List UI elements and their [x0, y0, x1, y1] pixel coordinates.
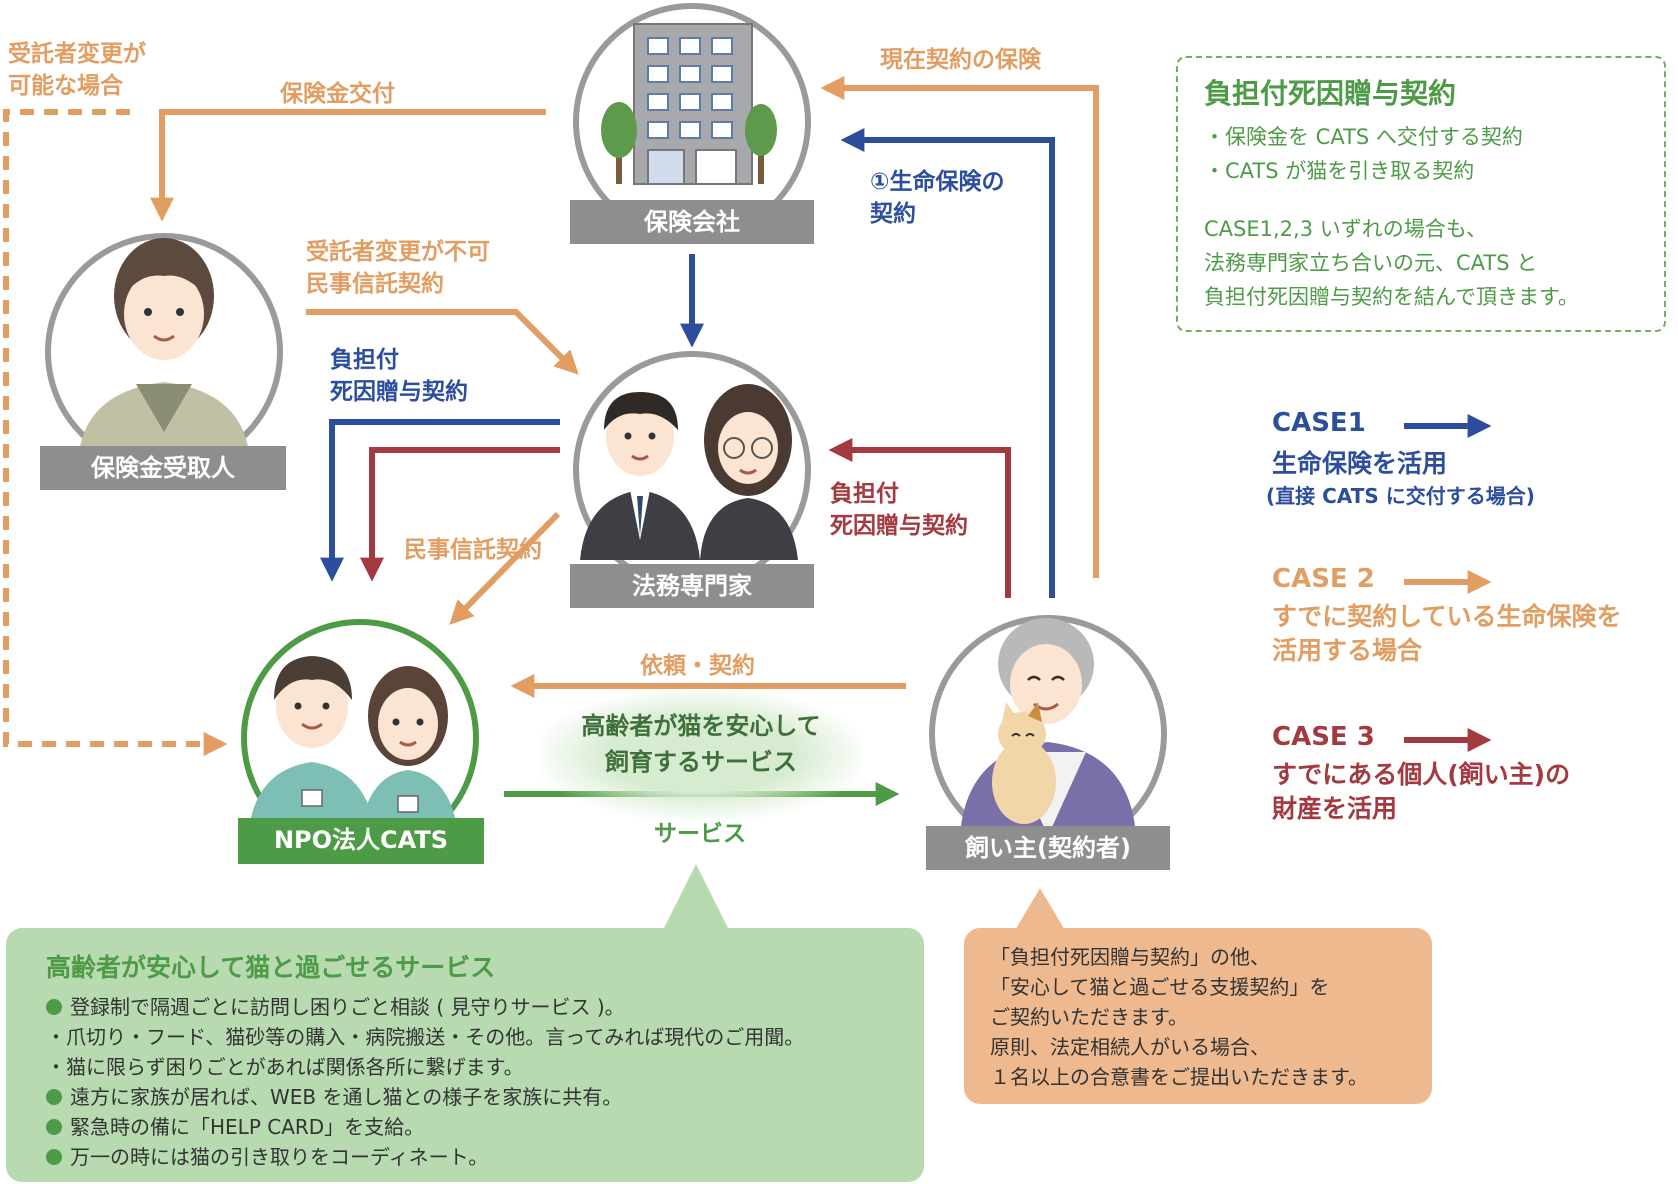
arrow-red-owner-to-legal [828, 438, 1011, 598]
cats-label: NPO法人CATS [238, 818, 484, 864]
case1-note: (直接 CATS に交付する場合) [1266, 484, 1535, 508]
beneficiary-label: 保険金受取人 [40, 446, 286, 490]
arrow-life-contract [840, 128, 1055, 598]
owner-node [929, 615, 1167, 853]
beneficiary-node [45, 233, 283, 471]
service-panel-title: 高齢者が安心して猫と過ごせるサービス [46, 953, 496, 982]
owner-label: 飼い主(契約者) [926, 826, 1170, 870]
legal-label: 法務専門家 [570, 564, 814, 608]
label-current-insurance: 現在契約の保険 [880, 47, 1041, 73]
owner-note-text: 「負担付死因贈与契約」の他、 「安心して猫と過ごせる支援契約」を ご契約いただき… [990, 945, 1368, 1089]
bullet-dot-icon [46, 1149, 62, 1165]
tree-icon [745, 104, 777, 184]
list-item: ・猫に限らず困りごとがあれば関係各所に繋げます。 [46, 1055, 524, 1079]
center-note: 高齢者が猫を安心して 飼育するサービス [540, 690, 862, 820]
legend-title: 負担付死因贈与契約 [1204, 77, 1457, 110]
case3-desc: すでにある個人(飼い主)の 財産を活用 [1272, 760, 1571, 823]
orange-arrows [3, 76, 1099, 756]
case2-title: CASE 2 [1272, 564, 1375, 594]
legend-line1: ・保険金を CATS へ交付する契約 ・CATS が猫を引き取る契約 [1204, 125, 1523, 183]
service-list: 登録制で隔週ごとに訪問し困りごと相談 ( 見守りサービス )。 ・爪切り・フード… [46, 992, 804, 1172]
red-arrows [360, 438, 1011, 598]
service-panel: 高齢者が安心して猫と過ごせるサービス 登録制で隔週ごとに訪問し困りごと相談 ( … [6, 928, 924, 1182]
label-request: 依頼・契約 [640, 653, 755, 679]
arrow-trustee-impossible [306, 309, 579, 375]
label-burden-gift-blue: 負担付 死因贈与契約 [330, 347, 468, 405]
list-item: 緊急時の備に「HELP CARD」を支給。 [46, 1112, 804, 1142]
blue-arrows [320, 128, 1055, 598]
label-trustee-impossible: 受託者変更が不可 民事信託契約 [306, 239, 490, 297]
label-service: サービス [654, 821, 746, 847]
arrow-blue-burden-gift [320, 419, 560, 582]
legal-node [573, 351, 811, 589]
case2-desc: すでに契約している生命保険を 活用する場合 [1272, 602, 1622, 665]
list-item: ・爪切り・フード、猫砂等の購入・病院搬送・その他。言ってみれば現代のご用聞。 [46, 1025, 805, 1049]
owner-panel-pointer [1014, 888, 1066, 932]
arrow-trustee-possible-dashed [3, 109, 228, 756]
legend-box: 負担付死因贈与契約 ・保険金を CATS へ交付する契約 ・CATS が猫を引き… [1176, 56, 1666, 332]
list-item: 登録制で隔週ごとに訪問し困りごと相談 ( 見守りサービス )。 [46, 992, 804, 1022]
legend-line2: CASE1,2,3 いずれの場合も、 法務専門家立ち合いの元、CATS と 負担… [1204, 217, 1579, 309]
service-panel-pointer [662, 864, 730, 932]
cat-icon [992, 702, 1056, 824]
case1-title: CASE1 [1272, 408, 1366, 438]
tree-icon [601, 102, 637, 184]
label-civil-trust: 民事信託契約 [404, 537, 542, 563]
label-payout: 保険金交付 [280, 81, 395, 107]
label-burden-gift-red: 負担付 死因贈与契約 [830, 481, 968, 539]
list-item: 遠方に家族が居れば、WEB を通し猫との様子を家族に共有。 [46, 1082, 804, 1112]
label-trustee-possible: 受託者変更が 可能な場合 [8, 41, 146, 99]
arrow-current-insurance [820, 76, 1099, 578]
bullet-dot-icon [46, 1089, 62, 1105]
center-note-text: 高齢者が猫を安心して 飼育するサービス [581, 712, 821, 776]
arrow-civil-trust [449, 511, 561, 625]
label-life-contract: ①生命保険の 契約 [870, 169, 1005, 227]
arrow-payout [150, 109, 546, 222]
insurer-label: 保険会社 [570, 200, 814, 244]
list-item: 万一の時には猫の引き取りをコーディネート。 [46, 1142, 804, 1172]
arrow-red-burden-gift [360, 447, 560, 582]
bullet-dot-icon [46, 999, 62, 1015]
owner-note-panel: 「負担付死因贈与契約」の他、 「安心して猫と過ごせる支援契約」を ご契約いただき… [964, 928, 1432, 1104]
case3-title: CASE 3 [1272, 722, 1375, 752]
bullet-dot-icon [46, 1119, 62, 1135]
case1-desc: 生命保険を活用 [1272, 449, 1448, 478]
